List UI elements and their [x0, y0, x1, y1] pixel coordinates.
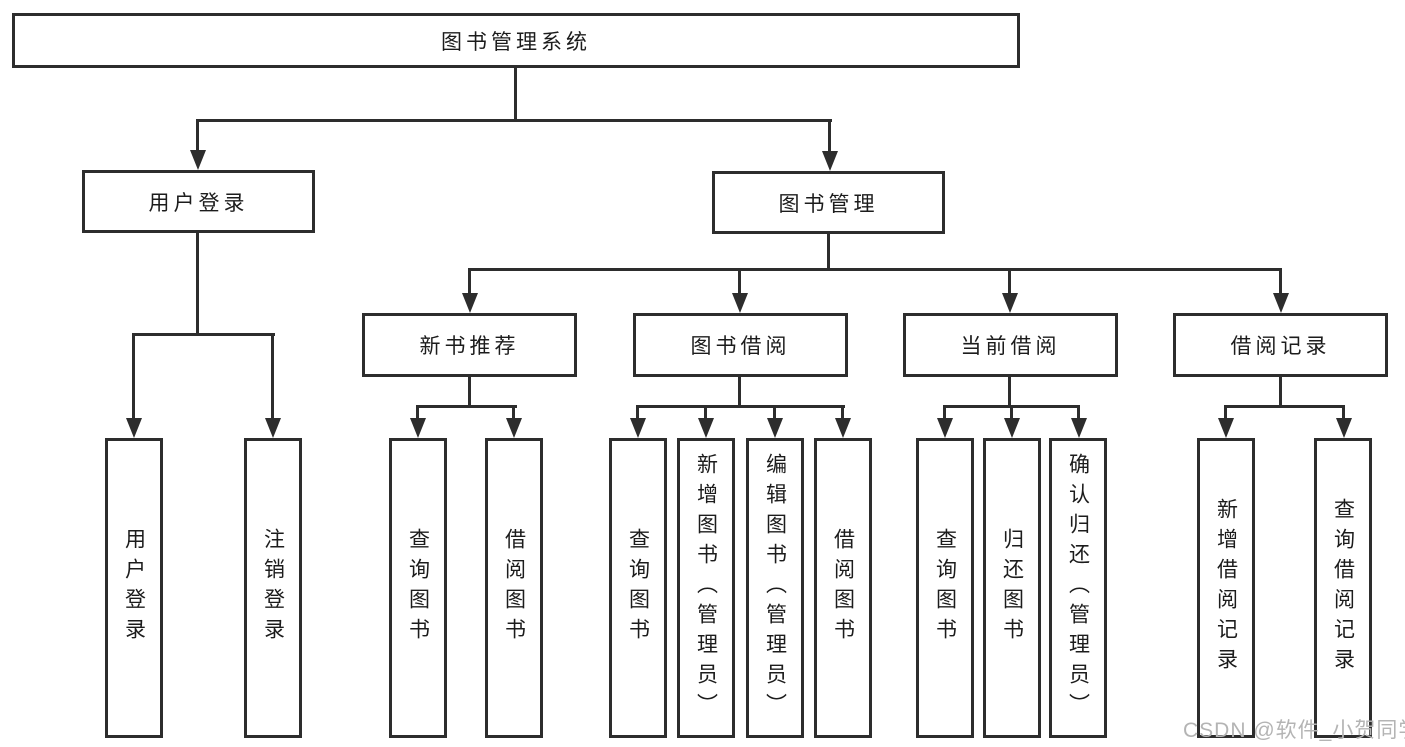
connector-line: [468, 268, 471, 296]
node-book-management: 图书管理: [712, 171, 945, 234]
connector-line: [197, 119, 832, 122]
arrow-down: [1002, 293, 1018, 313]
connector-line: [1342, 405, 1345, 423]
connector-line: [132, 333, 275, 336]
arrow-down: [462, 293, 478, 313]
node-label: 图书借阅: [690, 335, 791, 358]
connector-line: [468, 268, 1282, 271]
connector-line: [636, 405, 845, 408]
leaf-add-books-admin: 新增图书（管理员）: [677, 438, 735, 738]
leaf-label: 确认归还（管理员）: [1066, 453, 1090, 723]
arrow-down: [822, 151, 838, 171]
arrow-down: [732, 293, 748, 313]
node-new-book-recommendation: 新书推荐: [362, 313, 577, 377]
connector-line: [196, 119, 199, 153]
leaf-query-borrow-record: 查询借阅记录: [1314, 438, 1372, 738]
connector-line: [1224, 405, 1227, 423]
leaf-return-books: 归还图书: [983, 438, 1041, 738]
node-label: 图书管理系统: [441, 30, 591, 54]
leaf-add-borrow-record: 新增借阅记录: [1197, 438, 1255, 738]
leaf-user-login: 用户登录: [105, 438, 163, 738]
leaf-borrow-books-2: 借阅图书: [814, 438, 872, 738]
leaf-edit-books-admin: 编辑图书（管理员）: [746, 438, 804, 738]
arrow-down: [190, 150, 206, 170]
node-book-borrowing: 图书借阅: [633, 313, 848, 377]
leaf-label: 归还图书: [1000, 528, 1024, 648]
arrow-down: [410, 418, 426, 438]
arrow-down: [1071, 418, 1087, 438]
leaf-label: 借阅图书: [502, 528, 526, 648]
arrow-down: [506, 418, 522, 438]
leaf-label: 查询图书: [626, 528, 650, 648]
leaf-query-books-2: 查询图书: [609, 438, 667, 738]
arrow-down: [126, 418, 142, 438]
csdn-watermark: CSDN @软件_小贺同学: [1183, 719, 1405, 742]
connector-line: [1008, 377, 1011, 407]
leaf-label: 借阅图书: [831, 528, 855, 648]
arrow-down: [937, 418, 953, 438]
connector-line: [1010, 405, 1013, 423]
connector-line: [416, 405, 517, 408]
node-label: 图书管理: [778, 192, 879, 216]
leaf-logout: 注销登录: [244, 438, 302, 738]
arrow-down: [1336, 418, 1352, 438]
arrow-down: [835, 418, 851, 438]
connector-line: [1077, 405, 1080, 423]
connector-line: [1279, 377, 1282, 407]
leaf-label: 用户登录: [122, 528, 146, 648]
connector-line: [827, 234, 830, 271]
leaf-borrow-books-1: 借阅图书: [485, 438, 543, 738]
node-label: 新书推荐: [419, 335, 520, 358]
connector-line: [271, 333, 274, 421]
node-label: 用户登录: [148, 191, 249, 215]
connector-line: [738, 268, 741, 296]
connector-line: [132, 333, 135, 421]
connector-line: [636, 405, 639, 423]
connector-line: [828, 119, 831, 153]
connector-line: [773, 405, 776, 423]
node-label: 借阅记录: [1230, 335, 1331, 358]
node-label: 当前借阅: [960, 335, 1061, 358]
leaf-label: 查询图书: [406, 528, 430, 648]
connector-line: [1279, 268, 1282, 296]
connector-line: [738, 377, 741, 407]
node-library-management-system: 图书管理系统: [12, 13, 1020, 68]
leaf-label: 编辑图书（管理员）: [763, 453, 787, 723]
connector-line: [1008, 268, 1011, 296]
node-user-login: 用户登录: [82, 170, 315, 233]
arrow-down: [265, 418, 281, 438]
connector-line: [841, 405, 844, 423]
connector-line: [196, 233, 199, 335]
connector-line: [704, 405, 707, 423]
leaf-label: 查询借阅记录: [1331, 498, 1355, 678]
connector-line: [416, 405, 419, 423]
connector-line: [514, 68, 517, 121]
leaf-query-books-1: 查询图书: [389, 438, 447, 738]
node-current-borrowing: 当前借阅: [903, 313, 1118, 377]
connector-line: [943, 405, 946, 423]
connector-line: [1224, 405, 1345, 408]
arrow-down: [698, 418, 714, 438]
connector-line: [468, 377, 471, 407]
arrow-down: [1218, 418, 1234, 438]
leaf-query-books-3: 查询图书: [916, 438, 974, 738]
arrow-down: [630, 418, 646, 438]
leaf-label: 新增图书（管理员）: [694, 453, 718, 723]
arrow-down: [767, 418, 783, 438]
arrow-down: [1004, 418, 1020, 438]
leaf-label: 新增借阅记录: [1214, 498, 1238, 678]
leaf-label: 注销登录: [261, 528, 285, 648]
leaf-label: 查询图书: [933, 528, 957, 648]
leaf-confirm-return-admin: 确认归还（管理员）: [1049, 438, 1107, 738]
node-borrowing-records: 借阅记录: [1173, 313, 1388, 377]
connector-line: [512, 405, 515, 423]
arrow-down: [1273, 293, 1289, 313]
